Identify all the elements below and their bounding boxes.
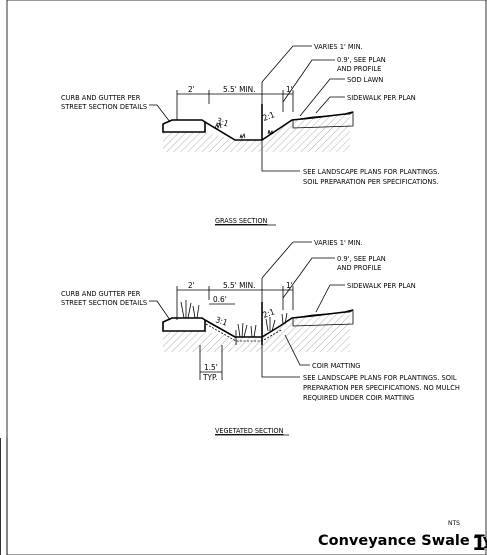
label-varies: VARIES 1' MIN.	[314, 42, 363, 51]
grass-section: 2' 5.5' MIN. 1' 3:1 2:1 VARIES 1' MIN. 0…	[61, 42, 439, 226]
veg-slope-right: 2:1	[261, 306, 276, 320]
veg-dim-middle: 5.5' MIN.	[223, 280, 255, 290]
veg-dim-offset: 0.6'	[213, 294, 227, 304]
label-curb-2: STREET SECTION DETAILS	[61, 102, 147, 111]
label-depth-1: 0.9', SEE PLAN	[337, 55, 386, 64]
dim-left: 2'	[188, 84, 195, 94]
nts-label: NTS	[448, 520, 460, 527]
plant-clump-right	[265, 312, 288, 332]
veg-sidewalk-base	[292, 309, 354, 327]
veg-ground-hatch	[163, 312, 350, 352]
veg-dim-typ-2: TYP.	[202, 372, 218, 382]
label-landscape-2: SOIL PREPARATION PER SPECIFICATIONS.	[303, 177, 439, 186]
veg-label-sidewalk: SIDEWALK PER PLAN	[347, 281, 416, 290]
section-title-grass: GRASS SECTION	[215, 216, 268, 225]
slope-right: 2:1	[261, 109, 276, 123]
veg-label-curb-1: CURB AND GUTTER PER	[61, 289, 141, 298]
drawing-title: Conveyance Swale Type II	[318, 533, 487, 549]
veg-dim-typ-1: 1.5'	[204, 362, 218, 372]
veg-label-landscape-3: REQUIRED UNDER COIR MATTING	[303, 393, 414, 402]
ground-hatch	[163, 114, 350, 152]
label-sidewalk: SIDEWALK PER PLAN	[347, 93, 416, 102]
sheet-number: 1	[472, 531, 486, 555]
section-title-vegetated: VEGETATED SECTION	[215, 426, 284, 435]
veg-dim-left: 2'	[188, 280, 195, 290]
sheet-frame	[6, 0, 487, 555]
veg-slope-left: 3:1	[214, 314, 229, 327]
curb-gutter	[162, 119, 206, 133]
veg-dim-right: 1'	[286, 280, 293, 290]
plant-clump-left	[180, 300, 200, 319]
veg-label-coir: COIR MATTING	[312, 361, 360, 370]
dim-right: 1'	[286, 84, 293, 94]
veg-label-landscape-2: PREPARATION PER SPECIFICATIONS. NO MULCH	[303, 383, 460, 392]
vegetated-section: 2' 5.5' MIN. 1' 0.6' 3:1 2:1 1.5' TYP.	[61, 238, 460, 436]
veg-curb-gutter	[162, 317, 206, 332]
veg-label-depth-2: AND PROFILE	[337, 263, 381, 272]
label-curb-1: CURB AND GUTTER PER	[61, 93, 141, 102]
veg-label-varies: VARIES 1' MIN.	[314, 238, 363, 247]
title-block: NTS Conveyance Swale Type II 1	[318, 520, 487, 555]
veg-label-depth-1: 0.9', SEE PLAN	[337, 254, 386, 263]
label-sod: SOD LAWN	[347, 75, 383, 84]
label-landscape-1: SEE LANDSCAPE PLANS FOR PLANTINGS.	[303, 167, 439, 176]
dim-middle: 5.5' MIN.	[223, 84, 255, 94]
veg-label-curb-2: STREET SECTION DETAILS	[61, 298, 147, 307]
plant-clump-middle	[237, 322, 257, 338]
sidewalk-base	[292, 111, 354, 129]
veg-label-landscape-1: SEE LANDSCAPE PLANS FOR PLANTINGS. SOIL	[303, 373, 457, 382]
label-depth-2: AND PROFILE	[337, 64, 381, 73]
